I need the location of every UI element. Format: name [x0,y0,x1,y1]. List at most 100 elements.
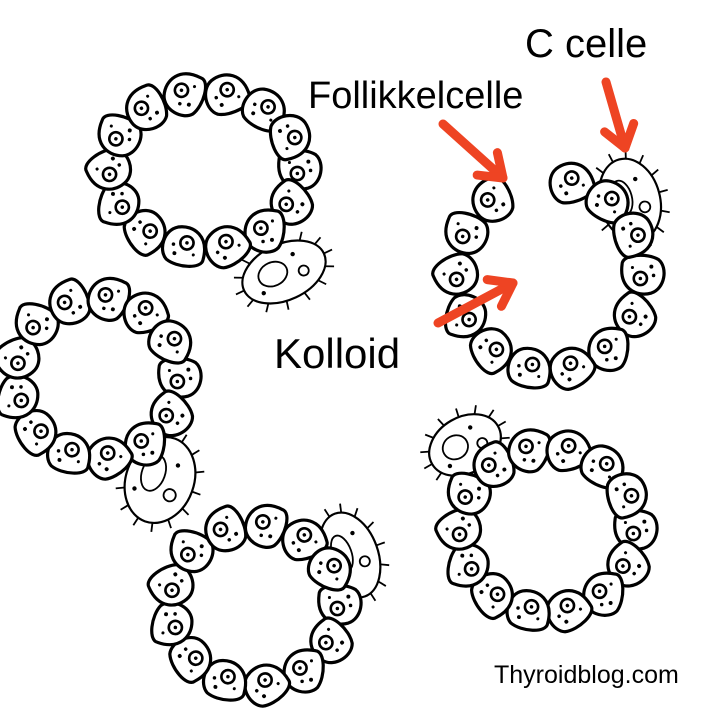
granule [262,694,266,699]
follicle-cell [468,327,513,376]
granule [261,239,265,244]
nucleolus [170,588,174,592]
granule [146,94,150,98]
follicle-cell [268,113,312,162]
follicle-cell [14,302,60,347]
granule [581,183,585,187]
annotation-arrow [600,77,639,153]
granule [161,631,165,635]
granule [127,128,132,133]
granule [306,159,311,164]
granule [350,530,355,536]
granule [522,458,527,462]
granule [296,548,301,553]
cell-process [195,470,205,474]
granule [457,572,461,576]
granule [287,189,291,193]
granule [234,531,239,536]
granule [309,677,314,682]
nucleolus [263,678,267,682]
nucleolus [454,277,459,282]
follicle-cell [306,546,352,592]
nucleolus [226,674,230,679]
granule [594,202,599,207]
granule [564,619,569,624]
granule [110,307,115,312]
granule [117,163,122,167]
follicle-cell [282,648,325,694]
nucleolus [266,105,270,109]
granule [132,486,137,491]
granule [464,268,469,272]
granule [173,572,178,577]
granule [237,243,241,247]
granule [447,463,453,469]
granule [71,311,76,315]
granule [642,519,647,524]
nucleolus [487,463,491,467]
granule [629,221,633,226]
granule [460,553,465,558]
granule [517,372,522,377]
granule [110,191,115,196]
nucleolus [114,137,118,141]
granule [491,605,495,609]
granule [251,111,256,116]
nucleolus [604,461,609,466]
granule [78,304,83,309]
nucleolus [457,532,462,537]
granule [492,186,496,190]
granule [567,377,572,382]
granule [493,451,497,455]
follicle-cell [612,211,655,259]
granule [484,338,489,343]
granule [56,449,61,453]
granule [317,570,322,575]
granule [138,321,143,326]
granule [319,561,323,565]
follicle-cell [446,471,492,516]
cell-process [369,592,377,602]
nucleolus [597,589,602,593]
granule [622,482,627,487]
cell-process [339,503,343,513]
nucleolus [298,666,302,670]
cell-process [323,508,331,518]
follicle-cell [84,147,133,191]
cell-process [191,449,200,456]
follicle-cell [612,290,658,339]
arrow-head [472,148,508,183]
follicle-cell [243,663,292,708]
follicle-cell [545,429,593,473]
nucleolus [627,314,632,319]
nucleolus [295,171,300,176]
granule [457,261,462,266]
follicle-cell [202,658,248,702]
granule [467,523,472,527]
nucleolus [529,605,534,609]
c-cell-nucleus [638,200,652,214]
granule [191,253,195,257]
granule [116,289,121,293]
granule [474,235,478,239]
granule [104,467,109,472]
nucleolus [261,520,265,524]
follicle-cell [204,504,248,553]
cell-process [233,276,243,279]
granule [517,363,521,368]
granule [348,603,353,608]
granule [314,540,318,544]
granule [460,516,465,521]
cell-process [181,434,188,443]
granule [188,376,193,381]
granule [559,184,563,188]
nucleolus [172,336,177,341]
nucleolus [218,527,223,532]
granule [164,612,169,617]
nucleolus [62,300,67,305]
granule [578,451,582,455]
nucleolus [469,567,474,571]
nucleolus [224,239,228,244]
nucleolus [302,533,307,537]
granule [141,452,146,457]
